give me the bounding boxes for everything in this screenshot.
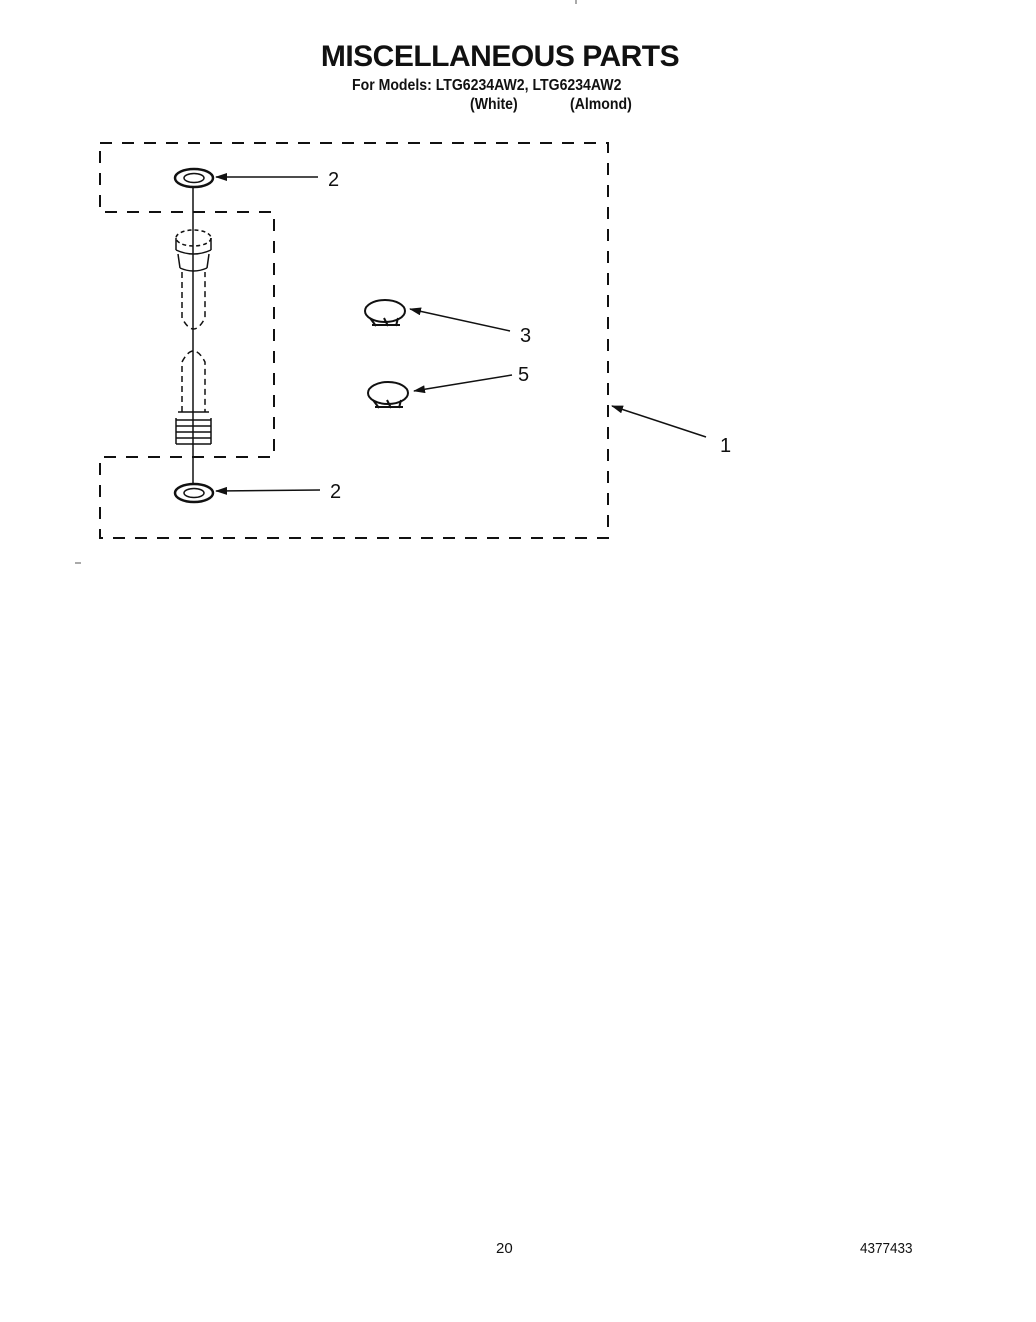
callout-washer-bottom: 2: [330, 481, 341, 503]
hose-clamp-icon: [364, 299, 406, 327]
page-title: MISCELLANEOUS PARTS: [320, 40, 680, 73]
document-number: 4377433: [860, 1240, 913, 1257]
leader-line: [611, 405, 707, 438]
color-almond-label: (Almond): [570, 96, 632, 113]
kit-outline: [99, 142, 609, 539]
color-white-label: (White): [470, 96, 518, 113]
hose-clamp-icon: [367, 381, 409, 409]
leader-line: [215, 486, 321, 495]
callout-washer-top: 2: [328, 169, 339, 191]
models-line: For Models: LTG6234AW2, LTG6234AW2: [352, 77, 622, 94]
callout-clamp-upper: 3: [520, 325, 531, 347]
leader-line: [413, 374, 513, 394]
hose-lower-fitting-icon: [175, 350, 212, 445]
page-number: 20: [496, 1240, 513, 1257]
callout-kit: 1: [720, 435, 731, 457]
washer-icon: [173, 482, 215, 504]
hose-upper-fitting-icon: [175, 229, 212, 330]
leader-line: [409, 307, 511, 332]
washer-icon: [173, 167, 215, 189]
callout-clamp-lower: 5: [518, 364, 529, 386]
